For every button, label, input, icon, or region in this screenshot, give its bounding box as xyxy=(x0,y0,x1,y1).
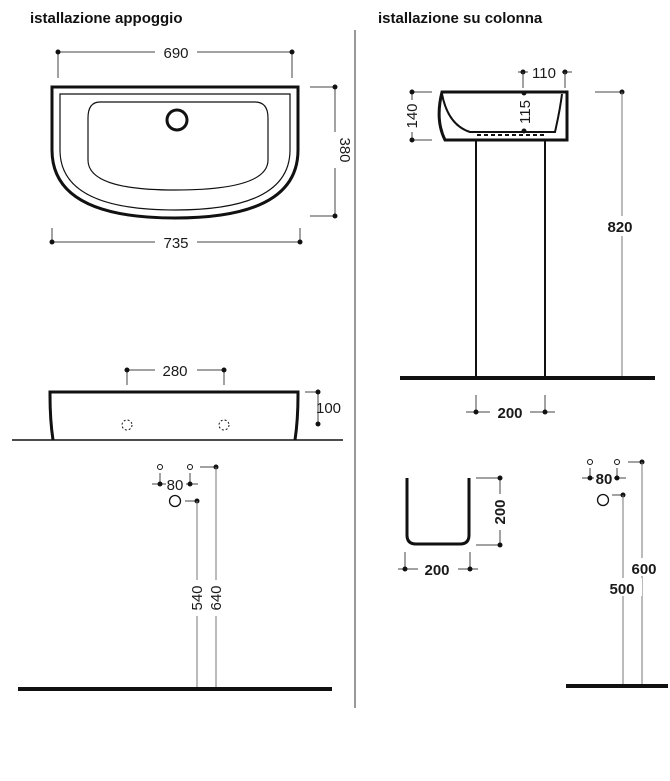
dim-100: 100 xyxy=(316,400,341,417)
dim-500: 500 xyxy=(609,581,634,598)
left-title: istallazione appoggio xyxy=(30,10,183,27)
dim-200-width: 200 xyxy=(424,562,449,579)
right-wall-dims: 80 600 500 xyxy=(566,459,668,688)
dim-540: 540 xyxy=(189,585,206,610)
dim-640: 640 xyxy=(208,585,225,610)
dim-735: 735 xyxy=(163,235,188,252)
dim-80-right: 80 xyxy=(596,471,613,488)
dim-200-depth: 200 xyxy=(492,499,509,524)
front-view-basin: 280 100 xyxy=(12,362,343,441)
left-wall-dims: 80 540 640 xyxy=(18,464,332,691)
dim-820: 820 xyxy=(607,219,632,236)
dim-380: 380 xyxy=(336,137,353,162)
dim-280: 280 xyxy=(162,363,187,380)
column-top-view: 200 200 xyxy=(398,475,509,579)
dim-690: 690 xyxy=(163,45,188,62)
dim-115: 115 xyxy=(517,100,534,124)
dim-80-left: 80 xyxy=(167,477,184,494)
side-view-pedestal: 110 140 115 820 200 xyxy=(400,65,655,422)
right-title: istallazione su colonna xyxy=(378,10,543,27)
dim-600: 600 xyxy=(631,561,656,578)
top-view-basin: 690 380 735 xyxy=(49,44,353,252)
dim-140: 140 xyxy=(404,103,421,128)
dim-110: 110 xyxy=(532,65,556,82)
dim-200-column: 200 xyxy=(497,405,522,422)
